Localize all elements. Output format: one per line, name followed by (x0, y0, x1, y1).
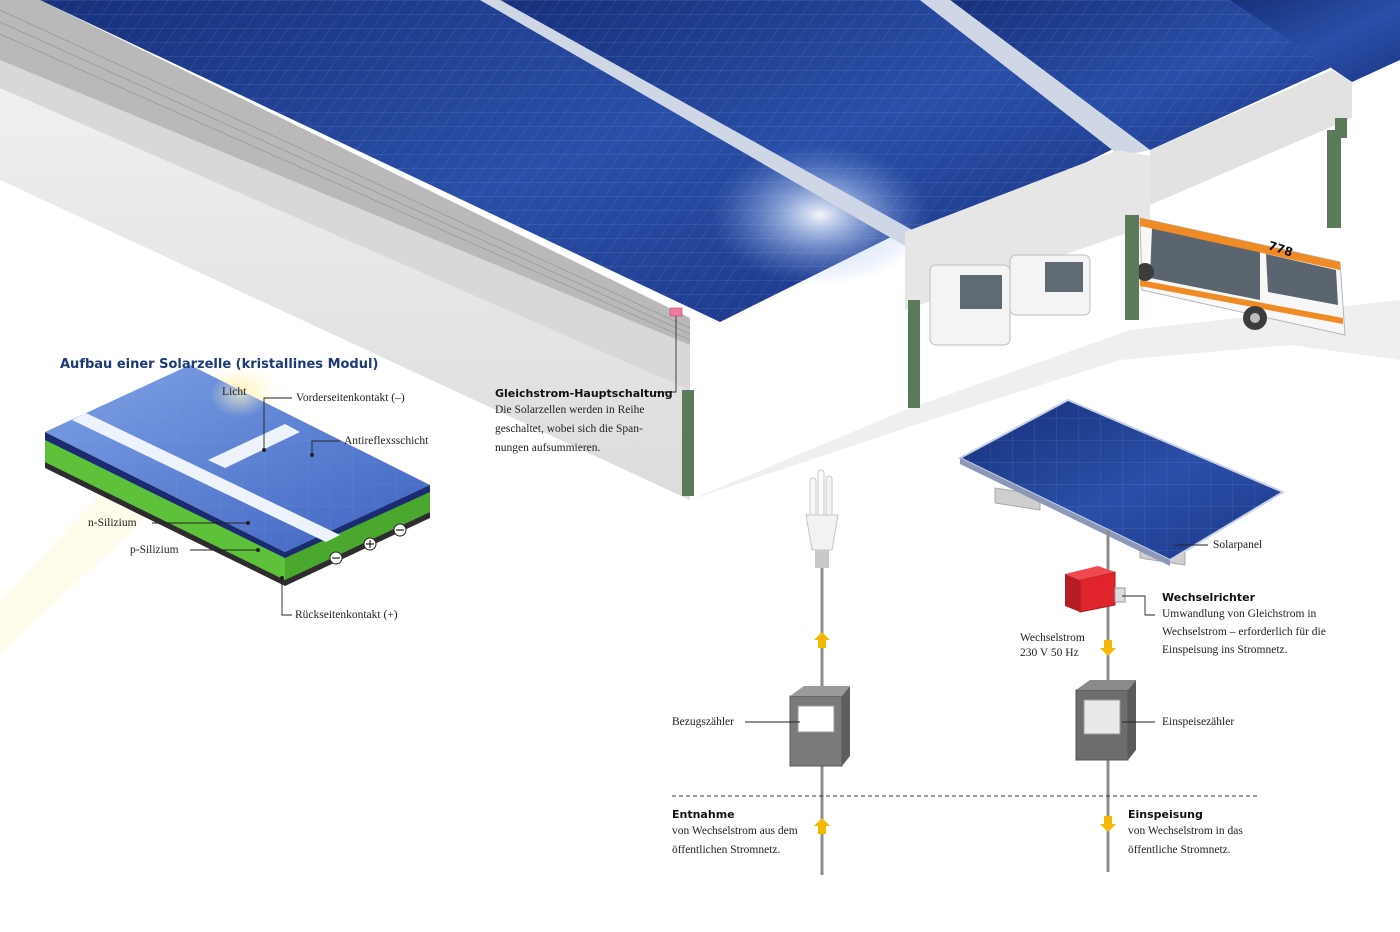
carport-roof (0, 0, 1400, 500)
inverter-text-3: Einspeisung ins Stromnetz. (1162, 644, 1288, 656)
dc-circuit-text-1: Die Solarzellen werden in Reihe (495, 404, 645, 416)
n-silicon-label: n-Silizium (88, 517, 137, 529)
dc-circuit-text-2: geschaltet, wobei sich die Span- (495, 423, 643, 435)
anti-reflex-label: Antireflexsschicht (344, 435, 429, 447)
draw-text-2: öffentlichen Stromnetz. (672, 844, 781, 856)
carport-pillars (682, 118, 1347, 496)
front-contact-label: Vorderseitenkontakt (–) (296, 392, 405, 404)
dc-circuit-text-3: nungen aufsummieren. (495, 442, 601, 454)
consumption-system (745, 469, 850, 875)
feed-text-1: von Wechselstrom in das (1128, 825, 1243, 837)
dc-circuit-title: Gleichstrom-Hauptschaltung (495, 387, 673, 400)
bus-row (929, 217, 1346, 346)
p-silicon-label: p-Silizium (130, 544, 179, 556)
draw-text-1: von Wechselstrom aus dem (672, 825, 798, 837)
feed-meter-label: Einspeisezähler (1162, 716, 1235, 728)
solar-panel-label: Solarpanel (1213, 539, 1263, 551)
draw-title: Entnahme (672, 808, 735, 821)
feed-title: Einspeisung (1128, 808, 1203, 821)
feed-in-system (957, 398, 1286, 872)
back-contact-label: Rückseitenkontakt (+) (295, 609, 398, 621)
dc-circuit-callout-line (655, 316, 677, 393)
ac-label-1: Wechselstrom (1020, 632, 1085, 644)
feed-text-2: öffentliche Stromnetz. (1128, 844, 1231, 856)
solar-cell-diagram (0, 364, 430, 655)
ac-label-2: 230 V 50 Hz (1020, 647, 1079, 659)
cell-diagram-title: Aufbau einer Solarzelle (kristallines Mo… (60, 357, 379, 372)
consumption-meter-label: Bezugszähler (672, 716, 734, 728)
inverter-text-1: Umwandlung von Gleichstrom in (1162, 608, 1317, 620)
inverter-title: Wechselrichter (1162, 591, 1256, 604)
light-label: Licht (222, 386, 247, 398)
inverter-text-2: Wechselstrom – erforderlich für die (1162, 626, 1326, 638)
